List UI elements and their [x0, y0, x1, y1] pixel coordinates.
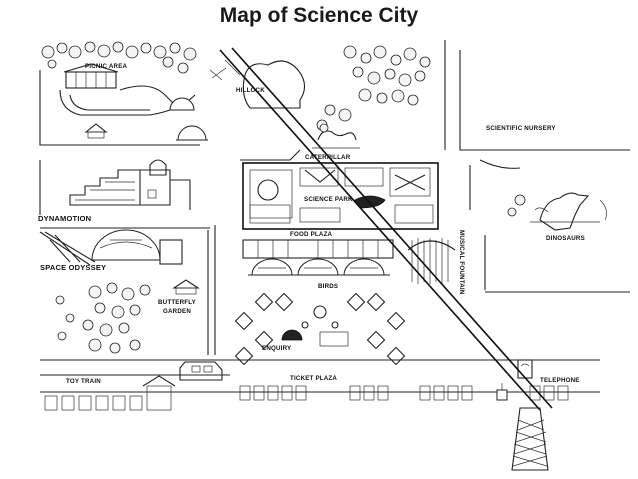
dinosaurs [507, 192, 607, 231]
label-toy-train: TOY TRAIN [66, 378, 101, 385]
dynamotion-building [69, 159, 191, 210]
label-picnic-area: PICNIC AREA [85, 63, 128, 70]
picnic-shelter [84, 123, 108, 139]
science-park [242, 162, 439, 230]
label-musical-fountain: MUSICAL FOUNTAIN [458, 230, 465, 295]
telephone-booth [517, 359, 533, 379]
caterpillar [240, 123, 360, 161]
label-dinosaurs: DINOSAURS [546, 235, 585, 242]
ropeway [219, 47, 553, 471]
butterfly-garden-trees [55, 282, 151, 354]
label-telephone: TELEPHONE [540, 377, 580, 384]
enquiry-plaza [234, 292, 406, 366]
space-odyssey [39, 229, 183, 266]
ticket-plaza [40, 359, 600, 411]
label-birds: BIRDS [318, 283, 338, 290]
label-dynamotion: DYNAMOTION [38, 214, 91, 223]
label-ticket-plaza: TICKET PLAZA [290, 375, 337, 382]
picnic-trees [41, 41, 197, 74]
musical-fountain [407, 238, 456, 284]
domes-top [169, 97, 208, 141]
toy-train [40, 361, 230, 381]
label-enquiry: ENQUIRY [262, 345, 292, 352]
label-hillock: HILLOCK [236, 87, 265, 94]
label-butterfly: BUTTERFLY [158, 299, 197, 306]
hillock [209, 59, 306, 109]
label-caterpillar: CATERPILLAR [305, 154, 351, 161]
butterfly-house [172, 279, 200, 295]
food-plaza [242, 239, 394, 259]
center-trees [316, 45, 431, 131]
label-space-odyssey: SPACE ODYSSEY [40, 263, 106, 272]
birds-domes [248, 258, 390, 276]
label-scientific-nursery: SCIENTIFIC NURSERY [486, 125, 556, 132]
label-science-park: SCIENCE PARK [304, 196, 353, 203]
map-title: Map of Science City [219, 4, 419, 27]
picnic-pavilion [63, 63, 119, 89]
label-food-plaza: FOOD PLAZA [290, 231, 333, 238]
label-garden: GARDEN [163, 308, 191, 315]
